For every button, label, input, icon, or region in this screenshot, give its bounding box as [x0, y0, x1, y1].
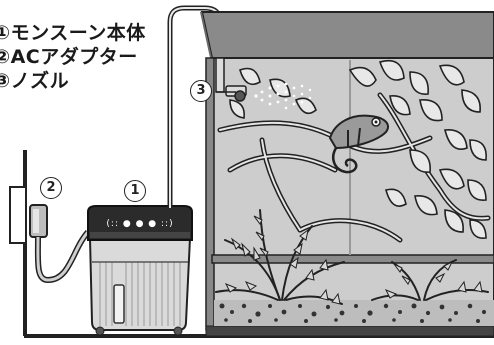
chameleon	[328, 114, 389, 174]
monsoon-unit	[87, 205, 193, 336]
ac-adapter	[29, 204, 48, 238]
substrate	[214, 300, 494, 326]
callout-adapter: 2	[40, 177, 62, 199]
terrarium-cage	[200, 11, 494, 337]
fern-fronds	[224, 215, 483, 305]
legend-item-nozzle: ③ノズル	[0, 70, 70, 92]
callout-unit: 1	[124, 180, 146, 202]
plant-leaves	[229, 59, 487, 239]
callout-nozzle: 3	[190, 80, 212, 102]
mist-nozzle	[215, 57, 247, 102]
legend-item-ac-adapter: ②ACアダプター	[0, 46, 138, 68]
control-panel-indicators: (:: ● ● ● ::)	[106, 219, 173, 229]
wall-outlet	[9, 186, 27, 244]
legend-item-monsoon-unit: ①モンスーン本体	[0, 22, 146, 44]
mist-spray	[254, 82, 312, 110]
